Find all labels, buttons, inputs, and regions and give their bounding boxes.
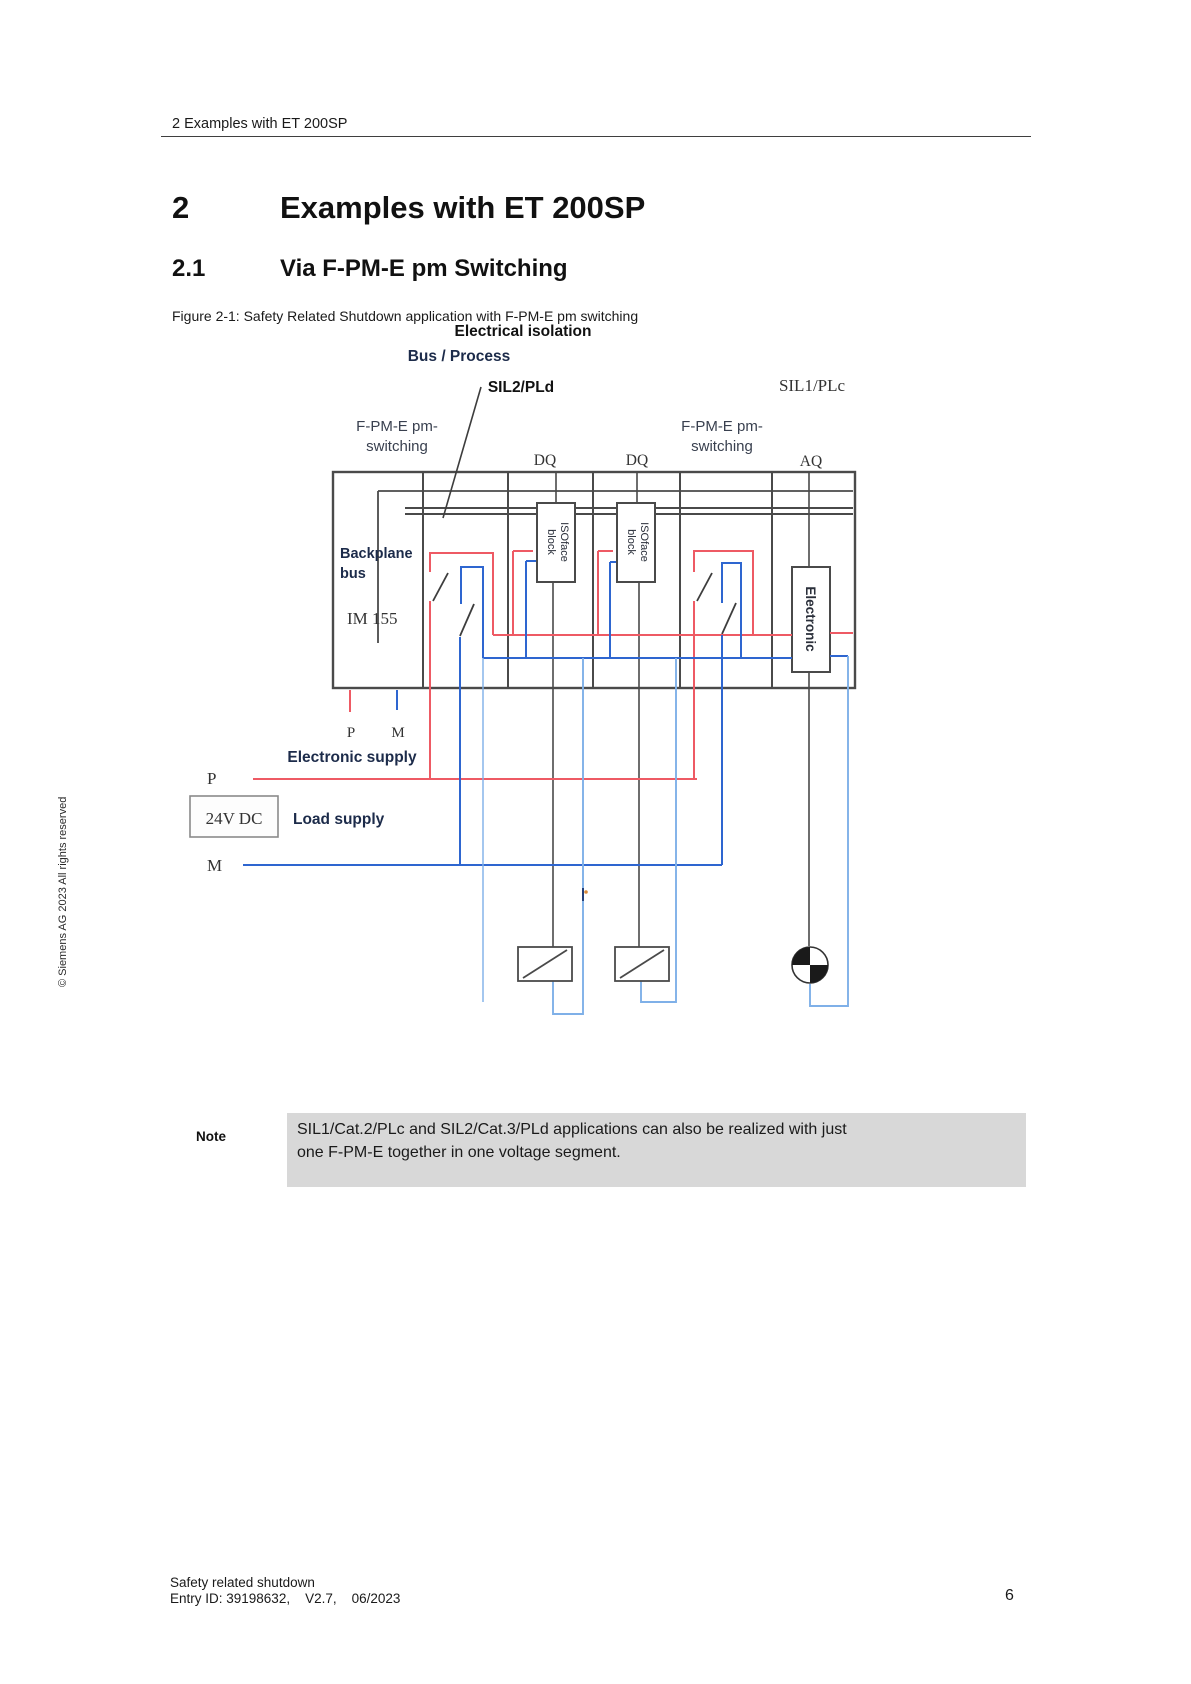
label-dq-right: DQ xyxy=(626,452,648,469)
switch-contact-icon xyxy=(432,572,737,637)
label-load-supply: Load supply xyxy=(293,811,385,828)
label-im155: IM 155 xyxy=(347,609,398,628)
label-electronic: Electronic xyxy=(803,586,818,652)
label-fpme-right-1: F-PM-E pm- xyxy=(681,418,763,435)
label-m-module: M xyxy=(391,725,404,741)
running-header: 2 Examples with ET 200SP xyxy=(172,116,348,132)
svg-text:Electronic: Electronic xyxy=(803,586,818,652)
motor-load-icon xyxy=(791,946,829,984)
label-p-module: P xyxy=(347,725,355,741)
note-label: Note xyxy=(196,1129,226,1144)
isoface-block-2 xyxy=(616,502,656,583)
scan-artifact xyxy=(582,888,588,901)
module-rack xyxy=(331,386,857,947)
electronic-block xyxy=(791,566,831,673)
label-electronic-supply: Electronic supply xyxy=(287,749,417,766)
note-box: SIL1/Cat.2/PLc and SIL2/Cat.3/PLd applic… xyxy=(287,1113,1026,1187)
label-fpme-left-1: F-PM-E pm- xyxy=(356,418,438,435)
label-fpme-right-2: switching xyxy=(691,438,753,455)
svg-text:block: block xyxy=(625,529,637,555)
svg-text:block: block xyxy=(545,529,557,555)
label-backplane-1: Backplane xyxy=(340,546,413,562)
label-sil2: SIL2/PLd xyxy=(488,379,554,396)
blue-return-loops xyxy=(482,656,849,1015)
label-dq-left: DQ xyxy=(534,452,556,469)
chapter-number: 2 xyxy=(172,190,190,225)
footer-entry-id: Entry ID: 39198632, V2.7, 06/2023 xyxy=(170,1591,401,1606)
label-isoface-1: ISOface block xyxy=(545,522,570,562)
section-number: 2.1 xyxy=(172,255,206,282)
label-p-supply: P xyxy=(207,769,216,788)
label-isoface-2: ISOface block xyxy=(625,522,650,562)
label-sil1: SIL1/PLc xyxy=(779,376,846,395)
section-title: Via F-PM-E pm Switching xyxy=(280,255,568,282)
label-backplane-2: bus xyxy=(340,566,366,582)
label-m-supply: M xyxy=(207,856,222,875)
header-rule xyxy=(161,136,1031,137)
isolation-slash-icon xyxy=(442,386,482,519)
isoface-block-1 xyxy=(536,502,576,583)
footer-document-title: Safety related shutdown xyxy=(170,1575,315,1590)
chapter-title: Examples with ET 200SP xyxy=(280,190,646,225)
red-wiring xyxy=(253,550,853,780)
note-text-line1: SIL1/Cat.2/PLc and SIL2/Cat.3/PLd applic… xyxy=(297,1121,847,1138)
label-aq: AQ xyxy=(800,453,822,470)
label-24vdc: 24V DC xyxy=(206,809,263,828)
supply-24vdc-box xyxy=(189,795,279,838)
label-bus-process: Bus / Process xyxy=(408,348,511,365)
figure-caption: Figure 2-1: Safety Related Shutdown appl… xyxy=(172,308,639,324)
label-fpme-left-2: switching xyxy=(366,438,428,455)
label-electrical-isolation: Electrical isolation xyxy=(455,323,592,340)
relay-coil-icon xyxy=(517,946,670,982)
note-text-line2: one F-PM-E together in one voltage segme… xyxy=(297,1144,621,1161)
page-number: 6 xyxy=(1005,1587,1014,1604)
svg-text:ISOface: ISOface xyxy=(638,522,650,562)
svg-text:ISOface: ISOface xyxy=(558,522,570,562)
